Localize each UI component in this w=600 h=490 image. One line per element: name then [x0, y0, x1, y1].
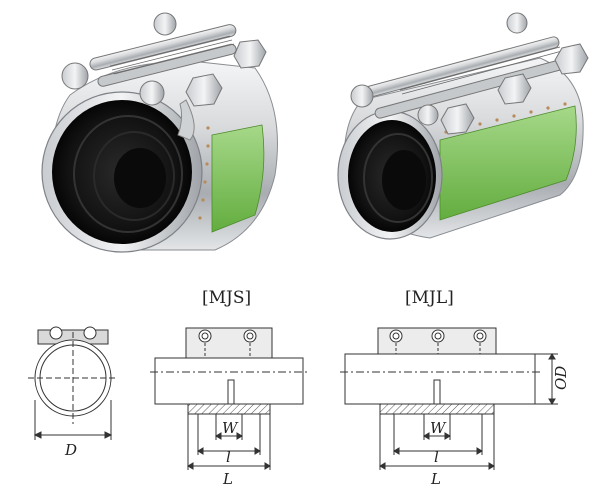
mjl-inner-length-label: l [434, 448, 439, 466]
end-view-drawing [28, 326, 118, 440]
mjs-width-label: W [222, 419, 239, 437]
nut-icon [554, 43, 589, 75]
mjl-outer-diameter-label: OD [552, 366, 570, 390]
mjl-coupling-photo [337, 12, 589, 240]
bolt-head-icon [506, 12, 528, 34]
mjs-label-band [211, 124, 265, 233]
diameter-label: D [64, 441, 77, 459]
bolt-head-icon [417, 104, 439, 126]
mjs-length-label: L [222, 470, 233, 488]
nut-icon [233, 39, 267, 69]
mjl-label-band [439, 105, 577, 221]
mjl-width-label: W [430, 419, 447, 437]
bolt-head-icon [61, 62, 89, 90]
mjl-side-drawing [340, 327, 558, 470]
mjs-side-drawing [150, 327, 308, 470]
bolt-head-icon [350, 84, 374, 108]
nut-icon [497, 73, 532, 105]
mjs-inner-length-label: l [226, 448, 231, 466]
mjs-coupling-photo [41, 12, 278, 253]
bolt-head-icon [153, 12, 177, 36]
bolt-head-icon [139, 80, 165, 106]
mjl-title: [MJL] [405, 288, 454, 308]
mjl-length-label: L [430, 470, 441, 488]
nut-icon [440, 103, 475, 135]
nut-icon [185, 73, 223, 107]
mjs-title: [MJS] [202, 288, 251, 308]
